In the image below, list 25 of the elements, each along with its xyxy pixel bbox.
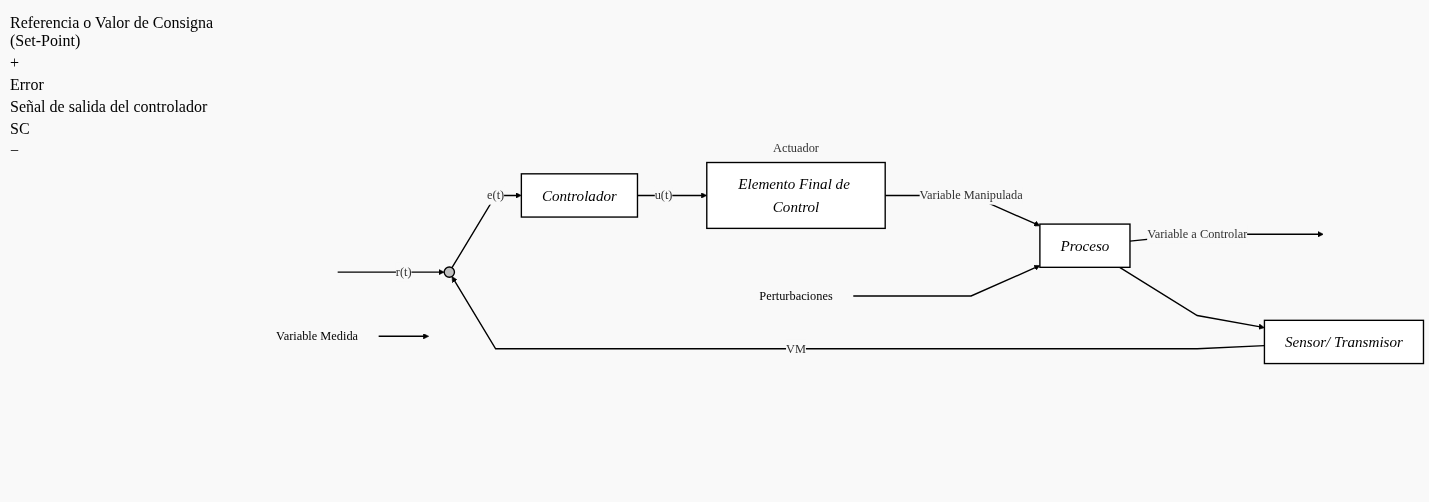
arrow [451,192,522,269]
node-circle [443,266,456,278]
edge-label: r(t) [395,264,412,279]
edge-label: u(t) [654,188,673,202]
arrow [377,333,429,340]
node-box: Controlador [520,173,639,218]
annotation-text: − [10,142,21,160]
annotation-text: Referencia o Valor de Consigna (Set-Point) [10,14,215,50]
annotation-text: Error [10,76,45,94]
edge-label: VM [786,341,806,356]
edge-label: e(t) [487,188,505,202]
arrow [1119,266,1265,330]
arrow [337,269,445,276]
node-box: Proceso [1039,223,1131,268]
node-box: Elemento Final de Control [706,161,886,230]
node-text: Perturbaciones [759,288,833,303]
annotation-text: + [10,54,21,72]
node-label: Actuador [773,140,819,155]
annotation-text: SC [10,120,31,138]
edge-label: Variable Manipulada [919,188,1023,202]
annotation-text: Señal de salida del controlador [10,98,209,116]
edge-label: Variable a Controlar [1147,226,1248,241]
node-box: Sensor/ Transmisor [1263,319,1425,365]
arrow [852,265,1041,297]
node-text: Variable Medida [276,329,359,343]
